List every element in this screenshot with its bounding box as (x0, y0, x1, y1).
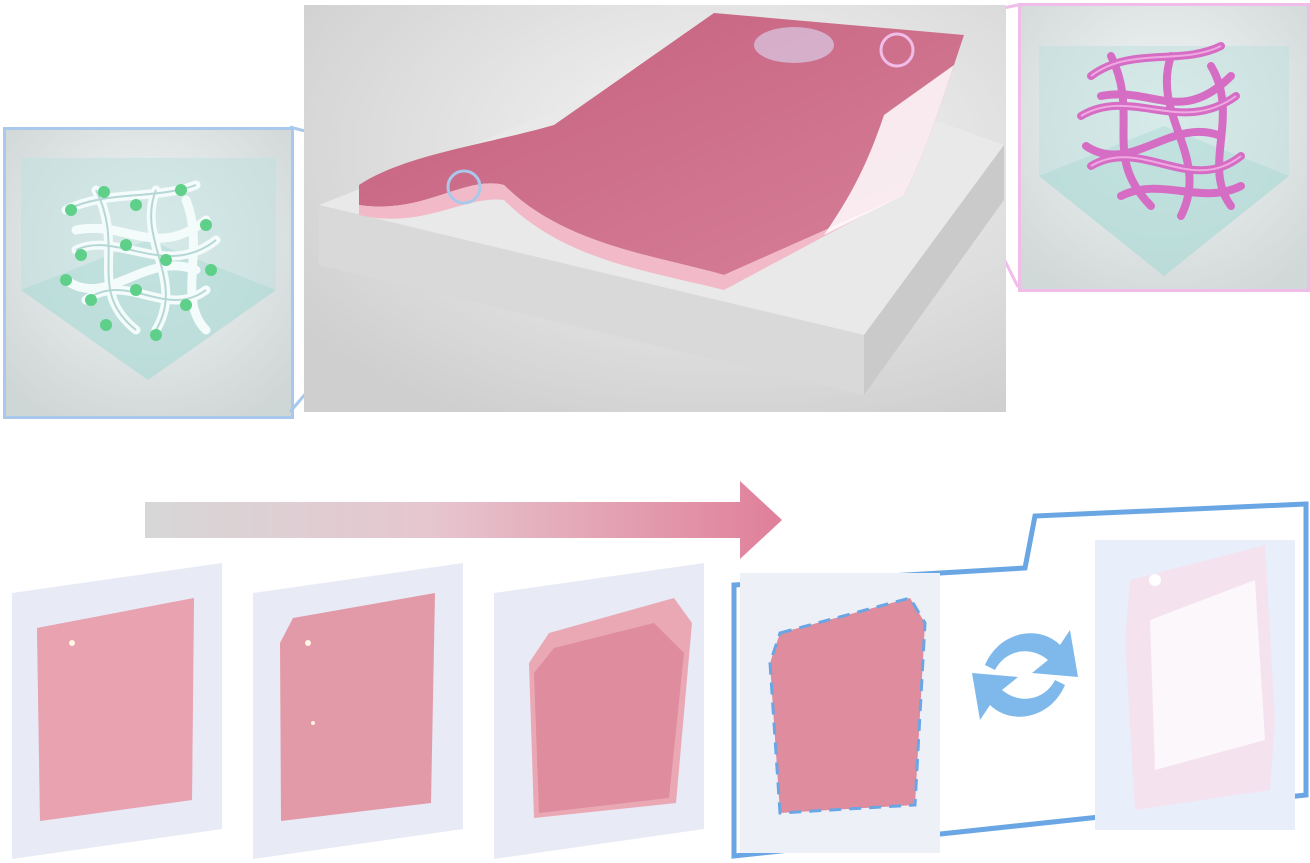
photo-2 (253, 563, 463, 859)
photo-3 (494, 563, 704, 859)
center-film-render (304, 5, 1006, 412)
gradient-right-arrow-icon (145, 481, 782, 559)
reversible-cycle-arrows-icon (972, 630, 1078, 720)
right-inset-panel (1018, 3, 1310, 292)
pink-hydrogel-film-on-substrate-icon (304, 5, 1006, 412)
left-inset-panel (3, 127, 294, 419)
flat-pink-film-photo-icon (12, 563, 222, 859)
photo-1 (12, 563, 222, 859)
pink-fiber-network-icon (1021, 6, 1307, 289)
callout-photo-right (1095, 540, 1295, 830)
transparent-film-photo-icon (1095, 540, 1295, 830)
wrinkled-pink-film-photo-icon (494, 563, 704, 859)
pink-film-photo-2-icon (253, 563, 463, 859)
outlined-pink-film-photo-icon (740, 573, 940, 853)
fiber-network-with-particles-icon (6, 130, 291, 416)
callout-photo-left (740, 573, 940, 853)
